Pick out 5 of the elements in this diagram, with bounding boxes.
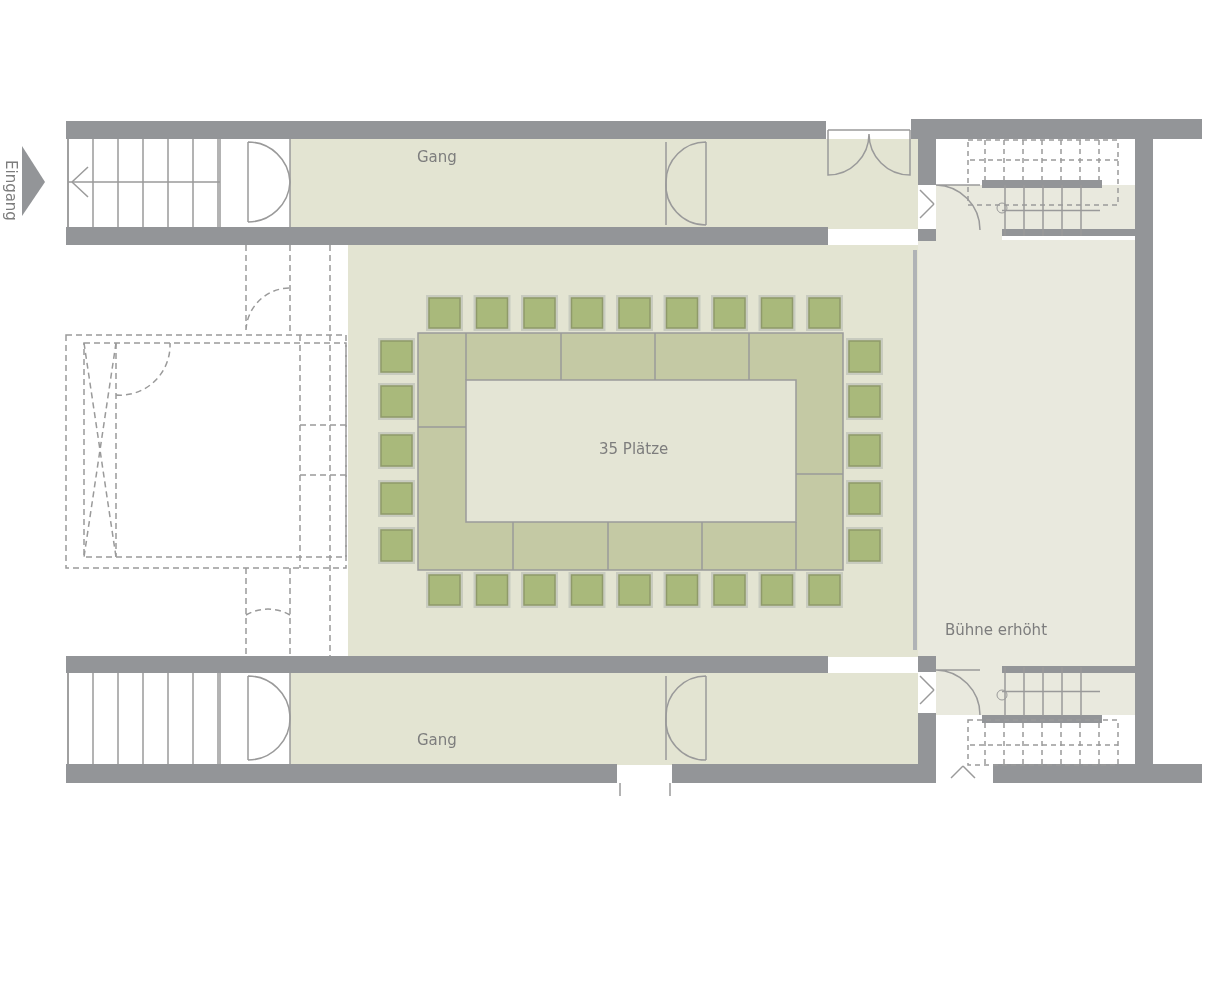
room-label: Bühne erhöht [945, 623, 1047, 638]
room-label: Eingang [3, 160, 18, 221]
room-label: Gang [417, 733, 457, 748]
room-label: 35 Plätze [599, 442, 669, 457]
room-label: Gang [417, 150, 457, 165]
